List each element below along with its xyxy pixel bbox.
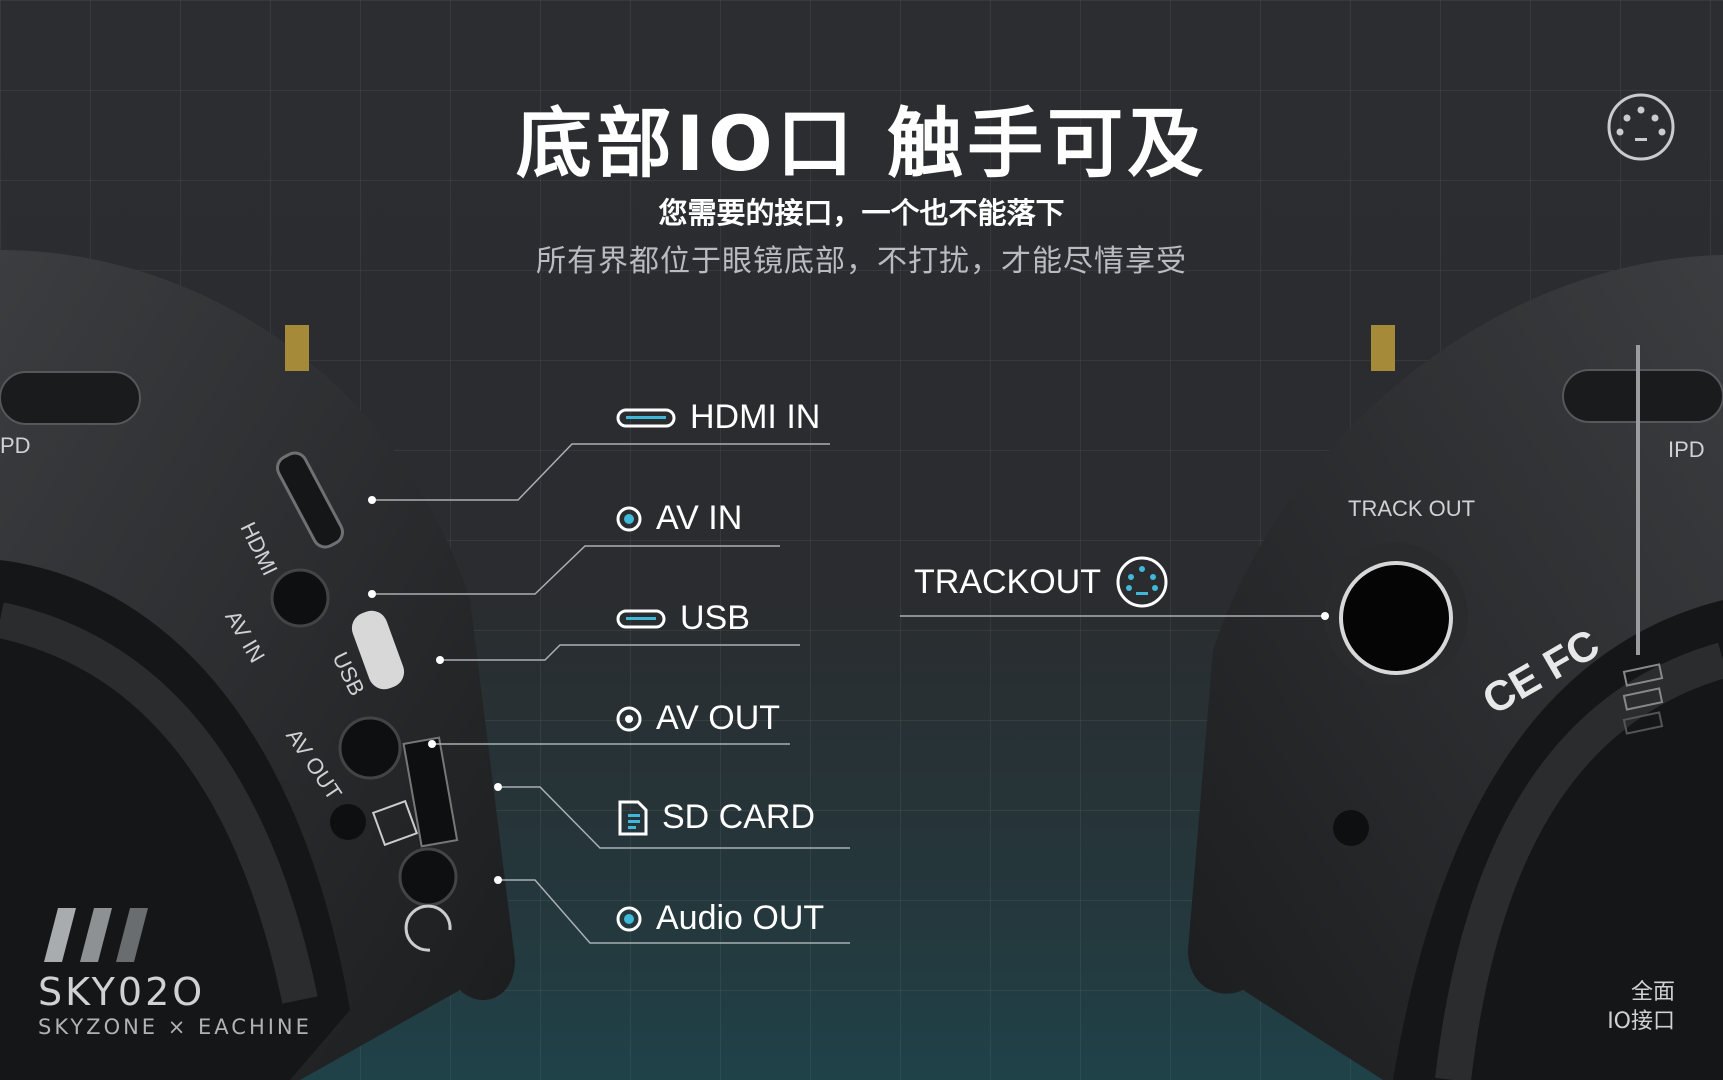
sd-card-icon: [618, 800, 648, 835]
port-trackout: TRACKOUT: [914, 555, 1169, 609]
corner-line-1: 全面: [1630, 980, 1675, 1005]
port-av-in: AV IN: [616, 499, 742, 538]
port-av-out: AV OUT: [616, 699, 780, 738]
corner-caption: 全面 IO接口: [1607, 978, 1675, 1036]
brand-partners: SKYZONE × EACHINE: [38, 1015, 312, 1039]
port-label: TRACKOUT: [914, 562, 1101, 601]
right-ipd-label: IPD: [1668, 437, 1705, 462]
brand-model: SKY02O: [38, 970, 206, 1014]
circle-port-icon: [616, 706, 642, 731]
brand-slash-logo-icon: [44, 908, 148, 962]
usb-port-icon: [616, 609, 666, 628]
trackout-port-icon: [1116, 556, 1168, 608]
port-label: HDMI IN: [690, 398, 821, 436]
right-goggle-device: [1188, 255, 1723, 1080]
trackout-emblem-icon: [1607, 93, 1675, 161]
port-label: Audio OUT: [656, 899, 825, 937]
page-subtitle: 您需要的接口，一个也不能落下: [658, 196, 1065, 230]
port-label: SD CARD: [662, 798, 816, 836]
circle-port-icon: [616, 906, 642, 931]
port-sd-card: SD CARD: [616, 798, 815, 837]
corner-line-2: IO接口: [1607, 1009, 1675, 1034]
port-label: AV IN: [656, 499, 743, 537]
page-title: 底部IO口 触手可及: [515, 99, 1208, 188]
port-audio-out: Audio OUT: [616, 899, 824, 938]
port-usb: USB: [616, 599, 750, 638]
left-ipd-label: PD: [0, 433, 31, 458]
hdmi-port-icon: [616, 408, 676, 427]
port-hdmi-in: HDMI IN: [616, 398, 820, 437]
page-description: 所有界都位于眼镜底部，不打扰，才能尽情享受: [536, 244, 1187, 279]
track-out-label: TRACK OUT: [1348, 496, 1476, 521]
circle-port-icon: [616, 506, 642, 531]
port-label: AV OUT: [656, 699, 781, 737]
port-label: USB: [680, 599, 750, 637]
